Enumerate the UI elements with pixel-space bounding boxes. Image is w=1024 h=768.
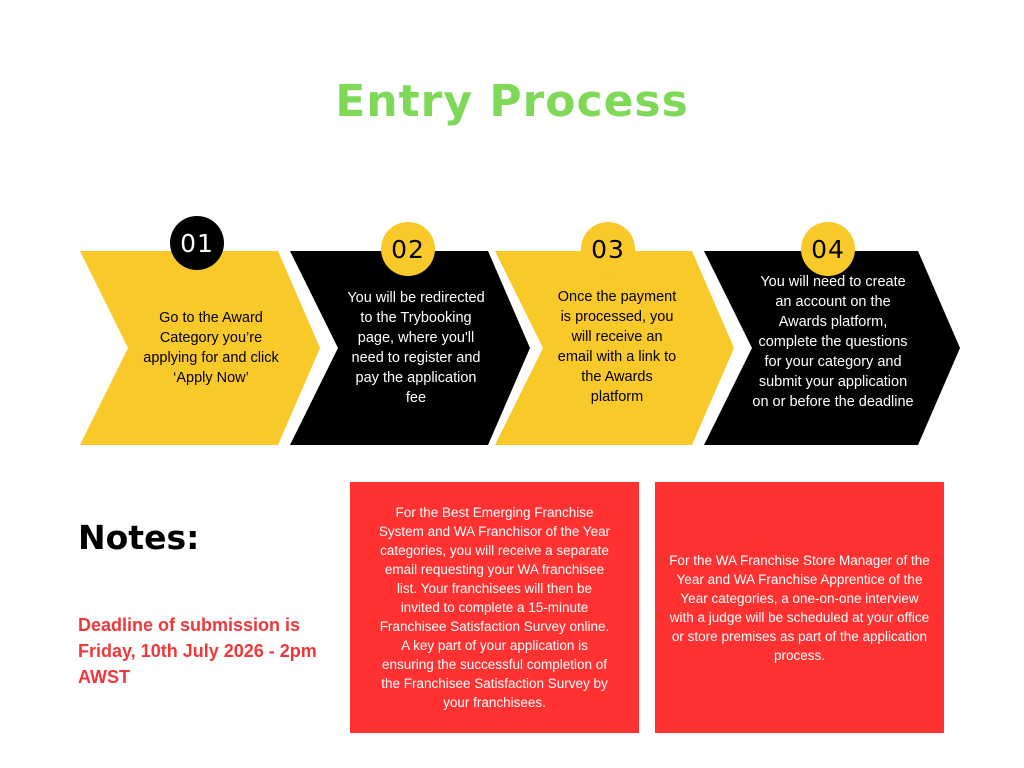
step-4-text: You will need to create an account on th… <box>752 274 914 410</box>
note-box-interview-text: For the WA Franchise Store Manager of th… <box>669 552 930 663</box>
note-box-interview: For the WA Franchise Store Manager of th… <box>655 482 944 733</box>
step-3-number-badge: 03 <box>581 222 635 276</box>
step-2-arrow <box>290 251 530 445</box>
deadline-text: Deadline of submission is Friday, 10th J… <box>78 615 317 687</box>
step-3-text: Once the payment is processed, you will … <box>557 289 677 405</box>
step-1-arrow <box>80 251 320 445</box>
step-1-number: 01 <box>180 228 214 258</box>
step-4-number-badge: 04 <box>801 222 855 276</box>
step-3-arrow <box>495 251 734 445</box>
step-4-arrow <box>704 251 960 445</box>
page-title: Entry Process <box>335 76 689 127</box>
step-1-text: Go to the Award Category you’re applying… <box>143 310 279 386</box>
step-4-number: 04 <box>811 234 845 264</box>
step-2-text: You will be redirected to the Trybooking… <box>347 290 485 406</box>
step-3-number: 03 <box>591 234 625 264</box>
note-box-franchisee-survey-text: For the Best Emerging Franchise System a… <box>378 505 611 710</box>
step-2-number-badge: 02 <box>381 222 435 276</box>
step-1-number-badge: 01 <box>170 216 224 270</box>
step-2-number: 02 <box>391 234 425 264</box>
note-box-franchisee-survey: For the Best Emerging Franchise System a… <box>350 482 639 733</box>
notes-heading: Notes: <box>78 518 200 557</box>
